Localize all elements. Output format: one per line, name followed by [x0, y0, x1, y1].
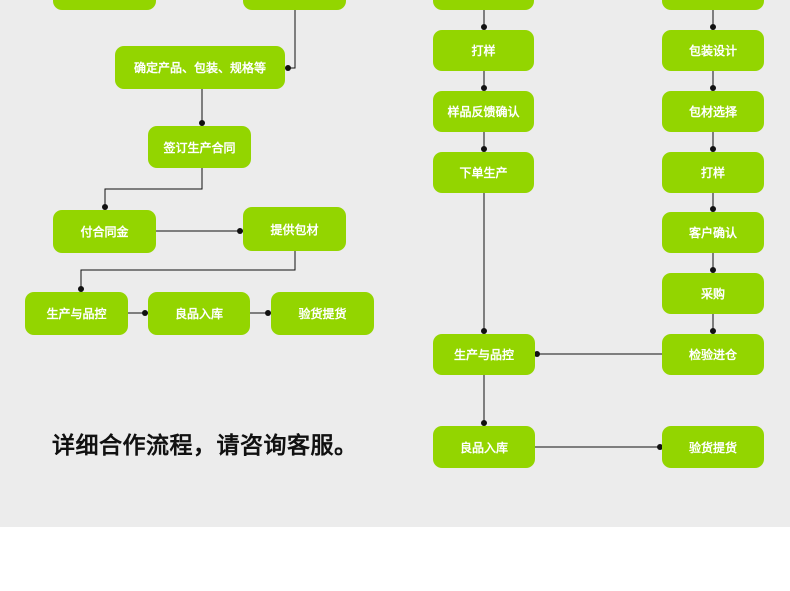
- node-inspection-storage: 检验进仓: [662, 334, 764, 375]
- node-pay-deposit: 付合同金: [53, 210, 156, 253]
- contact-note: 详细合作流程，请咨询客服。: [52, 433, 358, 459]
- node-production-qc-right: 生产与品控: [433, 334, 535, 375]
- node-packaging-design: 包装设计: [662, 30, 764, 71]
- node-confirm-specs: 确定产品、包装、规格等: [115, 46, 285, 89]
- partial-node-top-left-2: [243, 0, 346, 10]
- node-warehousing-right: 良品入库: [433, 426, 535, 468]
- node-sample-feedback: 样品反馈确认: [433, 91, 534, 132]
- node-material-selection: 包材选择: [662, 91, 764, 132]
- partial-node-top-left-1: [53, 0, 156, 10]
- node-customer-confirm: 客户确认: [662, 212, 764, 253]
- node-packaging-proofing: 打样: [662, 152, 764, 193]
- node-inspection-delivery-left: 验货提货: [271, 292, 374, 335]
- partial-node-top-right: [662, 0, 764, 10]
- partial-node-top-middle: [433, 0, 534, 10]
- node-warehousing-left: 良品入库: [148, 292, 250, 335]
- node-proofing: 打样: [433, 30, 534, 71]
- connector-lines: [78, 10, 716, 450]
- node-place-order: 下单生产: [433, 152, 534, 193]
- node-production-qc-left: 生产与品控: [25, 292, 128, 335]
- node-supply-materials: 提供包材: [243, 207, 346, 251]
- node-inspection-delivery-right: 验货提货: [662, 426, 764, 468]
- node-purchasing: 采购: [662, 273, 764, 314]
- node-sign-contract: 签订生产合同: [148, 126, 251, 168]
